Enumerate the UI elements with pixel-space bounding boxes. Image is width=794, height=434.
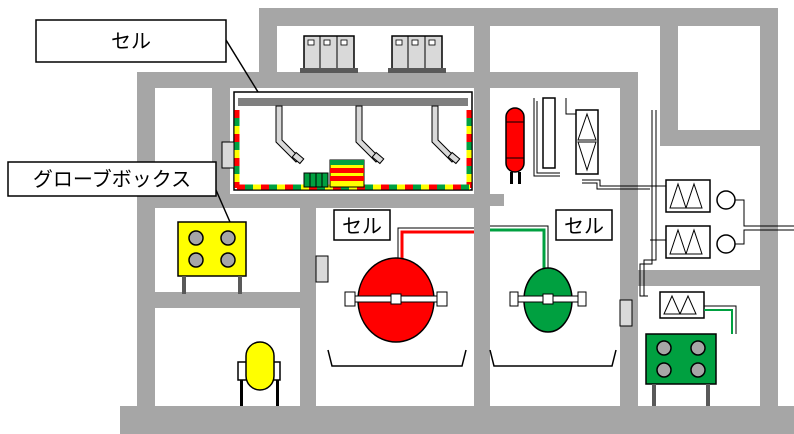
filter-bank-upper <box>665 179 736 213</box>
glovebox-green <box>645 291 737 406</box>
callout-cell-green: セル <box>555 209 613 241</box>
filter-bank-lower <box>665 225 736 259</box>
label-cell-green: セル <box>564 214 604 238</box>
door-panel <box>221 141 235 169</box>
callout-cell-main: セル <box>35 19 259 93</box>
green-vessel <box>489 225 617 367</box>
door-panel <box>315 255 329 283</box>
manipulator-arms <box>275 105 461 165</box>
process-piping <box>533 98 657 297</box>
rooftop-unit-right <box>388 35 446 73</box>
heat-exchanger-vertical <box>575 109 599 175</box>
glovebox-yellow <box>177 221 247 294</box>
rooftop-unit-left <box>300 35 358 73</box>
callout-cell-red: セル <box>333 209 391 241</box>
label-glovebox: グローブボックス <box>33 167 191 191</box>
vertical-filter <box>542 97 556 169</box>
door-panel <box>619 299 633 327</box>
yellow-tank <box>237 341 281 406</box>
building-walls <box>120 8 794 434</box>
callout-glovebox: グローブボックス <box>7 161 231 223</box>
red-column-vessel <box>505 107 525 184</box>
exhaust-piping <box>650 185 794 245</box>
main-cell <box>233 91 473 191</box>
stacked-containers <box>303 159 365 188</box>
label-cell-red: セル <box>342 214 382 238</box>
red-vessel <box>327 227 474 367</box>
label-cell-main: セル <box>111 29 151 53</box>
